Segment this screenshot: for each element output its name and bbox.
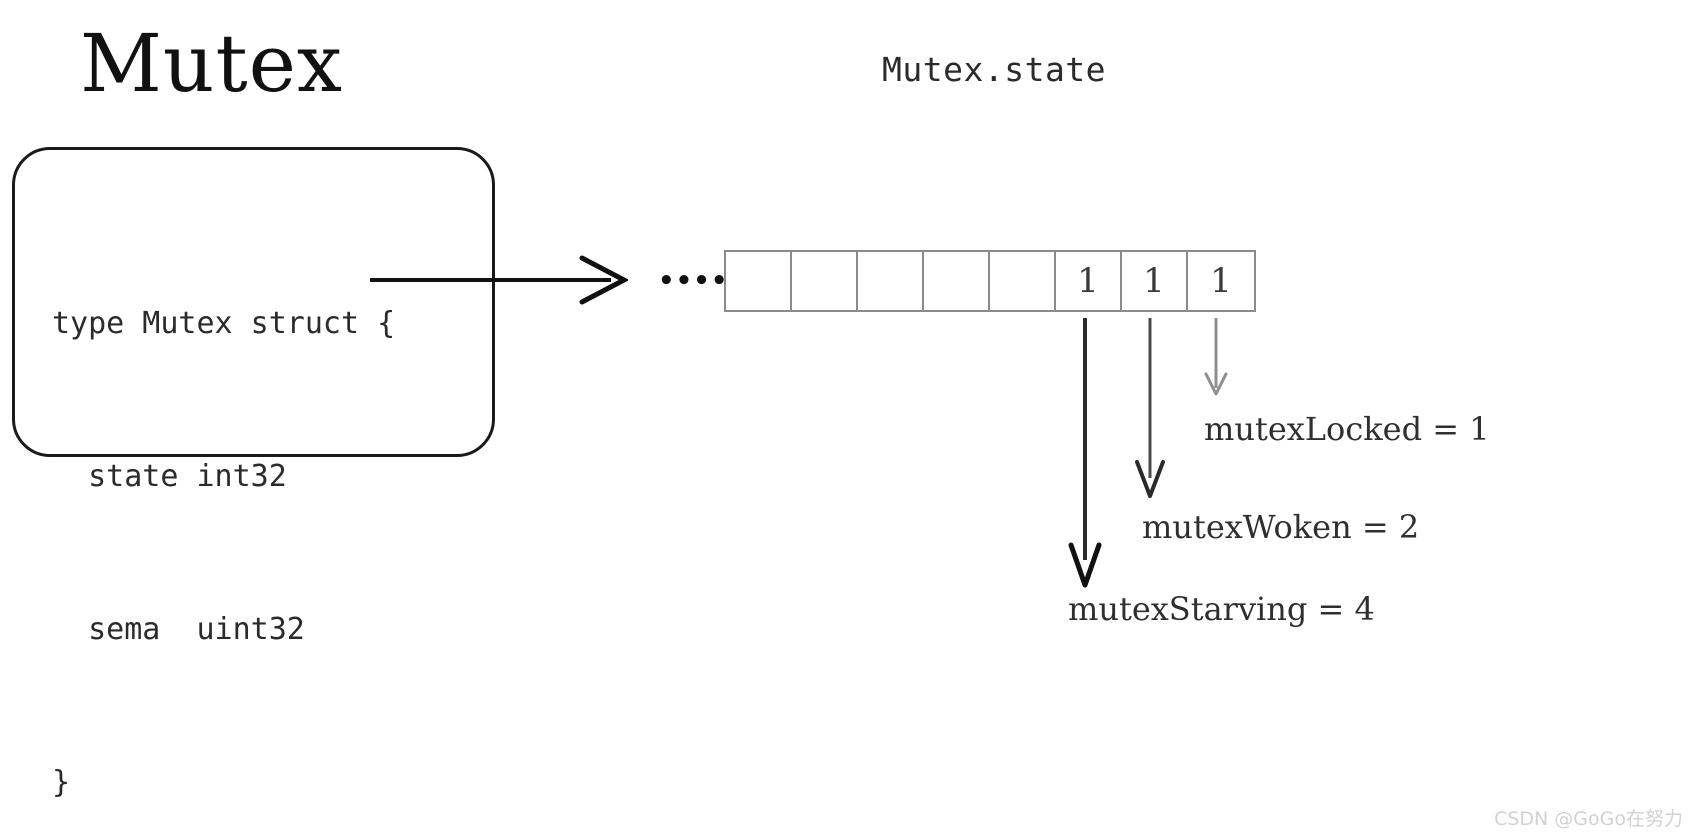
struct-code-line-3: }	[52, 765, 71, 800]
mutex-starving-arrow-icon	[1068, 318, 1102, 588]
mutex-state-title: Mutex.state	[882, 50, 1107, 89]
bit-cell: 1	[1122, 252, 1188, 310]
label-mutex-woken: mutexWoken = 2	[1142, 508, 1420, 546]
struct-code-line-1: state int32	[52, 459, 287, 494]
mutex-woken-arrow-icon	[1135, 318, 1165, 498]
bit-cell	[990, 252, 1056, 310]
mutex-state-bit-array: 1 1 1	[724, 250, 1256, 312]
bit-cell	[726, 252, 792, 310]
bit-cell: 1	[1188, 252, 1254, 310]
mutex-heading: Mutex	[80, 17, 344, 110]
mutex-locked-arrow-icon	[1204, 318, 1228, 396]
bit-cell: 1	[1056, 252, 1122, 310]
label-mutex-starving: mutexStarving = 4	[1068, 590, 1375, 628]
label-mutex-locked: mutexLocked = 1	[1204, 410, 1490, 448]
watermark: CSDN @GoGo在努力	[1494, 808, 1683, 830]
struct-code-line-2: sema uint32	[52, 612, 305, 647]
bit-cell	[792, 252, 858, 310]
bit-cell	[858, 252, 924, 310]
state-to-array-arrow-icon	[370, 255, 628, 305]
mutex-struct-box	[12, 147, 495, 457]
struct-code-line-0: type Mutex struct {	[52, 306, 396, 341]
bit-cell	[924, 252, 990, 310]
mutex-struct-code: type Mutex struct { state int32 sema uin…	[52, 196, 482, 839]
